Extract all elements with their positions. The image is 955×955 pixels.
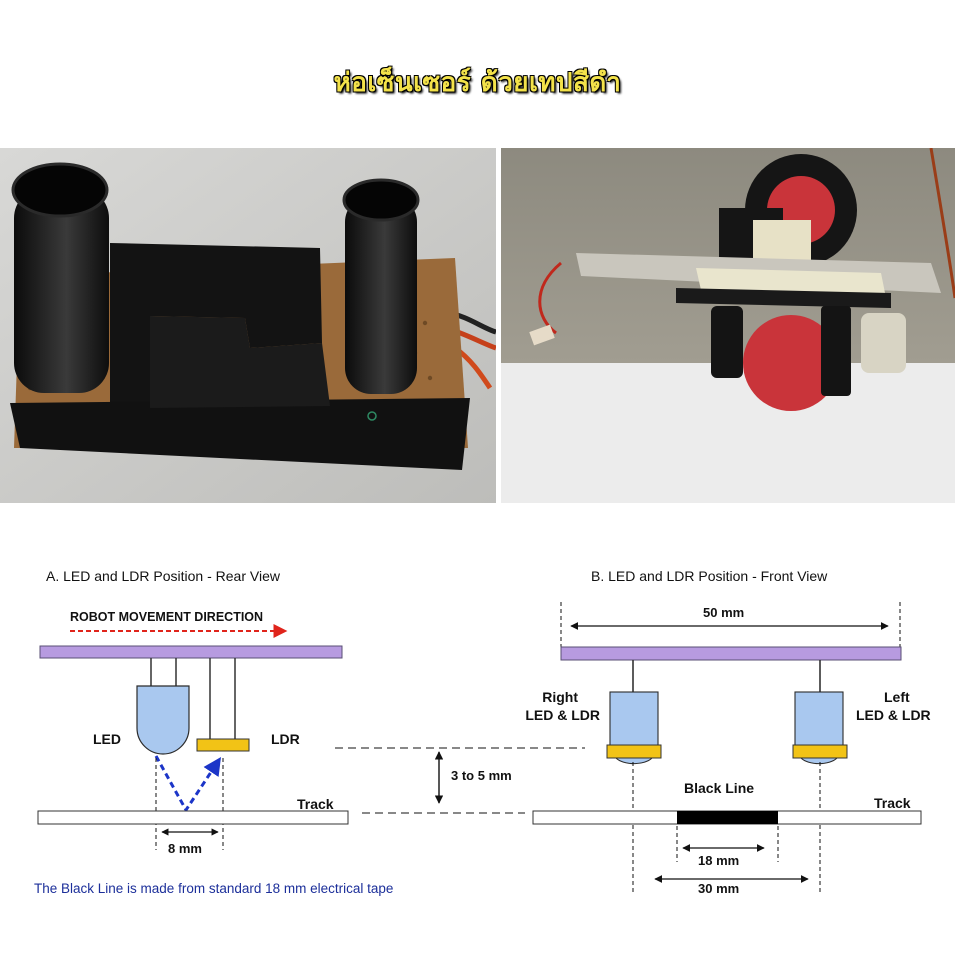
left-sensor-label-line2: LED & LDR [856,707,931,723]
sensor-spacing-label: 30 mm [698,881,739,896]
gap-label: 3 to 5 mm [451,768,512,783]
front-view-heading: B. LED and LDR Position - Front View [591,568,828,584]
robot-side-photo [501,148,955,503]
board-width-label: 50 mm [703,605,744,620]
tape-width-label: 18 mm [698,853,739,868]
front-mount-board [560,646,902,661]
ldr-label: LDR [271,731,300,747]
left-sensor-body [794,691,844,747]
rear-track [37,810,349,825]
led-label: LED [93,731,121,747]
left-ldr [792,744,848,759]
right-ldr [606,744,662,759]
page-title: ห่อเซ็นเซอร์ ด้วยเทปสีดำ [333,68,622,98]
led-body [136,685,190,755]
rear-mount-board [39,645,343,659]
sensor-position-diagram: A. LED and LDR Position - Rear View ROBO… [34,568,931,896]
ldr-body [196,738,250,752]
tape-note: The Black Line is made from standard 18 … [34,881,393,896]
right-sensor-body [609,691,659,747]
black-line-tape [677,811,778,824]
light-reflection-path [154,755,221,813]
led-ldr-spacing-label: 8 mm [168,841,202,856]
movement-direction-label: ROBOT MOVEMENT DIRECTION [70,610,263,624]
left-sensor-label-line1: Left [884,689,910,705]
right-sensor-label-line1: Right [542,689,578,705]
front-track-label: Track [874,795,911,811]
rear-track-label: Track [297,796,334,812]
black-line-label: Black Line [684,780,754,796]
rear-view-heading: A. LED and LDR Position - Rear View [46,568,281,584]
right-sensor-label-line2: LED & LDR [525,707,600,723]
sensor-board-photo [0,148,496,503]
